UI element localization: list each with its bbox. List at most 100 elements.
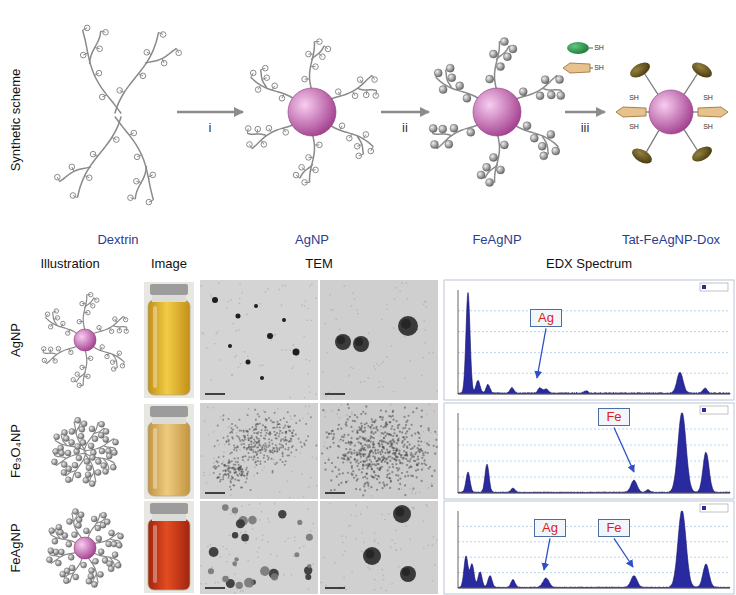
glucose-loop: [69, 164, 75, 170]
tem-particle: [291, 435, 293, 437]
tem-particle: [369, 427, 371, 429]
tem-particle: [228, 459, 230, 461]
thiol-link: [693, 111, 698, 112]
tem-particle: [423, 431, 425, 433]
dextrin-chain: [300, 164, 313, 178]
tem-particle: [335, 334, 351, 350]
tem-particle: [336, 476, 338, 478]
tem-particle: [385, 423, 387, 425]
tem-particle: [285, 439, 287, 441]
tem-particle: [259, 449, 261, 451]
tem-particle: [307, 564, 311, 568]
glucose-loop: [80, 365, 84, 369]
tem-particle: [396, 435, 398, 437]
iron-oxide-bead: [538, 142, 546, 150]
tem-particle: [423, 303, 425, 305]
tem-particle: [239, 298, 241, 300]
tem-particle: [382, 416, 384, 418]
tem-particle: [286, 454, 288, 456]
tem-particle: [222, 476, 224, 478]
tem-particle: [274, 434, 276, 436]
tem-particle: [373, 443, 375, 445]
tem-particle: [232, 507, 238, 513]
tem-particle: [324, 416, 326, 418]
tem-particle: [238, 329, 240, 331]
tem-particle: [413, 445, 415, 447]
iron-oxide-bead: [439, 86, 447, 94]
tem-particle: [252, 426, 254, 428]
tem-particle: [374, 457, 376, 459]
tem-particle: [255, 459, 257, 461]
scale-bar: [325, 492, 345, 494]
iron-oxide-bead: [489, 153, 497, 161]
tem-particle: [325, 411, 327, 413]
tem-particle: [260, 432, 262, 434]
tem-particle: [233, 485, 235, 487]
tem-particle: [256, 432, 258, 434]
iron-oxide-bead: [497, 166, 505, 174]
tem-particle: [404, 494, 406, 496]
tem-particle: [250, 440, 252, 442]
tem-particle: [205, 583, 207, 585]
tem-particle: [259, 422, 261, 424]
tem-particle: [393, 391, 395, 393]
tem-particle: [220, 359, 222, 361]
tem-particle: [224, 464, 226, 466]
tem-particle: [328, 459, 330, 461]
tem-particle: [307, 435, 309, 437]
tem-particle: [223, 464, 225, 466]
tem-particle: [405, 525, 407, 527]
tem-particle: [277, 423, 279, 425]
tem-particle: [294, 456, 296, 458]
tem-particle: [261, 429, 263, 431]
scale-bar: [325, 393, 345, 395]
tem-particle: [337, 445, 339, 447]
tem-particle: [404, 484, 406, 486]
tem-particle: [206, 482, 208, 484]
glucose-loop: [255, 87, 261, 93]
tem-particle: [422, 452, 424, 454]
tem-particle: [246, 314, 248, 316]
glucose-loop: [84, 25, 90, 31]
silver-core: [74, 537, 96, 559]
tem-particle: [252, 528, 254, 530]
tem-particle: [239, 449, 241, 451]
tem-particle: [398, 450, 400, 452]
tem-particle: [292, 429, 294, 431]
tem-micrograph: [200, 403, 318, 499]
tem-particle: [413, 456, 415, 458]
tem-particle: [222, 470, 224, 472]
tem-particle: [285, 540, 287, 542]
tem-particle: [277, 408, 279, 410]
tem-particle: [294, 540, 296, 542]
tem-particle: [360, 456, 362, 458]
tem-particle: [247, 447, 249, 449]
tem-particle: [214, 445, 216, 447]
tem-particle: [234, 557, 238, 561]
tem-particle: [407, 298, 409, 300]
tem-particle: [260, 303, 262, 305]
tem-particle: [230, 494, 232, 496]
tem-particle: [426, 306, 428, 308]
tem-particle: [348, 375, 350, 377]
tem-particle: [386, 462, 388, 464]
tem-particle: [428, 487, 430, 489]
tem-particle: [377, 457, 379, 459]
tem-particle: [270, 419, 272, 421]
glucose-loop: [347, 135, 353, 141]
thiol-link: [589, 47, 593, 48]
tem-particle: [260, 566, 270, 576]
tem-particle: [209, 547, 219, 557]
tem-particle: [405, 458, 407, 460]
tem-particle: [284, 424, 286, 426]
tem-particle: [273, 431, 275, 433]
dextrin-chain: [53, 312, 57, 325]
tem-particle: [310, 416, 312, 418]
tem-particle: [272, 427, 274, 429]
tem-particle: [369, 446, 371, 448]
tem-particle: [394, 452, 396, 454]
tem-particle: [372, 455, 374, 457]
tem-particle: [351, 414, 353, 416]
tem-particle: [420, 434, 422, 436]
tem-particle: [406, 471, 408, 473]
